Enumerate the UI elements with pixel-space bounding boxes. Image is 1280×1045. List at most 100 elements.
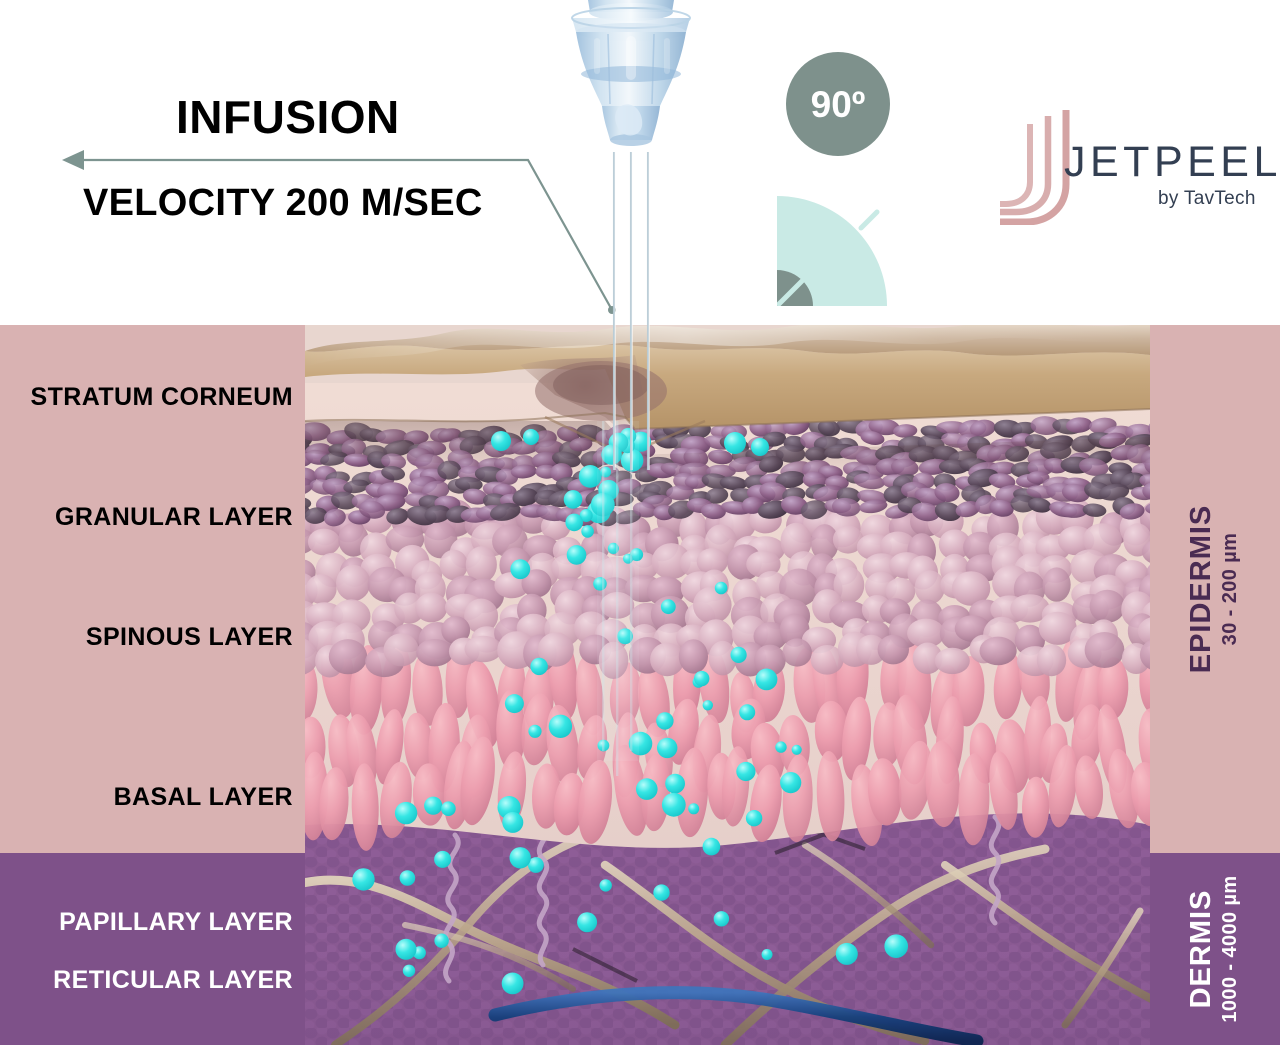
infused-particle xyxy=(775,741,787,753)
infused-particle xyxy=(566,545,587,565)
infused-particle xyxy=(714,581,728,595)
epidermis-depth-group: EPIDERMIS 30 - 200 µm xyxy=(1185,504,1243,674)
stratum-corneum-layer xyxy=(305,325,1150,477)
layer-label-papillary-layer: PAPILLARY LAYER xyxy=(59,908,293,936)
right-epidermis-band: EPIDERMIS 30 - 200 µm xyxy=(1150,325,1280,853)
leader-arrowhead-icon xyxy=(62,150,84,170)
infused-particle xyxy=(884,934,908,958)
infused-particle xyxy=(636,778,658,800)
basal-layer-cells xyxy=(305,632,1150,851)
dermis-depth-range: 1000 - 4000 µm xyxy=(1219,875,1241,1023)
jetpeel-wordmark: JETPEEL xyxy=(1064,138,1280,186)
infused-particle xyxy=(395,938,417,960)
infused-solution-particles xyxy=(352,427,908,995)
velocity-label: VELOCITY 200 M/SEC xyxy=(83,182,483,224)
outer-angle-tick xyxy=(858,209,880,231)
infused-particle xyxy=(399,870,416,886)
infused-particle xyxy=(593,577,607,591)
infused-particle xyxy=(601,444,622,465)
infused-particle xyxy=(402,964,416,977)
right-angle-glyph-icon xyxy=(777,196,887,306)
layer-label-reticular-layer: RETICULAR LAYER xyxy=(53,966,293,994)
jet-penetration-channel xyxy=(597,421,639,776)
infused-particle xyxy=(441,801,456,816)
infused-particle xyxy=(694,670,710,687)
left-epidermis-band xyxy=(0,325,305,853)
infused-particle xyxy=(628,731,653,756)
infused-particle xyxy=(528,724,542,738)
infused-particle xyxy=(657,737,678,759)
infused-particle xyxy=(623,553,634,564)
infused-particle xyxy=(491,431,511,451)
infused-particle xyxy=(751,438,769,456)
left-dermis-band xyxy=(0,853,305,1045)
infused-particle xyxy=(590,492,615,517)
infused-particle xyxy=(581,525,594,538)
dermis-title: DERMIS xyxy=(1185,889,1217,1009)
epidermis-depth-range: 30 - 200 µm xyxy=(1219,532,1241,646)
infused-particle xyxy=(599,879,612,892)
infused-particle xyxy=(548,714,573,738)
infused-particle xyxy=(688,803,700,815)
infused-particle xyxy=(656,712,674,730)
infused-particle xyxy=(739,704,756,721)
leader-polyline xyxy=(74,158,613,311)
layer-label-granular-layer: GRANULAR LAYER xyxy=(54,503,293,531)
layer-label-spinous-layer: SPINOUS LAYER xyxy=(85,623,293,651)
infusion-title: INFUSION xyxy=(176,91,400,143)
dermis-depth-group: DERMIS 1000 - 4000 µm xyxy=(1185,875,1243,1023)
infused-particle xyxy=(523,429,539,445)
infused-particle xyxy=(504,694,524,714)
layer-label-basal-layer: BASAL LAYER xyxy=(113,783,293,811)
infused-particle xyxy=(530,657,548,676)
layer-label-stratum-corneum: STRATUM CORNEUM xyxy=(30,383,293,411)
jetpeel-j-mark-icon xyxy=(1000,110,1070,225)
infused-particle xyxy=(730,646,747,663)
infused-particle xyxy=(509,847,531,869)
spinous-layer-cells xyxy=(305,499,1150,679)
infused-particle xyxy=(724,432,746,454)
infused-particle xyxy=(528,857,544,873)
infused-particle xyxy=(661,792,686,817)
infused-particle xyxy=(791,744,802,755)
infused-particle xyxy=(835,942,858,965)
angle-bisector-tick xyxy=(777,273,810,306)
infused-particle xyxy=(761,949,773,960)
infused-particle xyxy=(434,933,449,948)
infused-particle xyxy=(630,548,644,562)
infused-particle xyxy=(617,628,633,645)
infused-particle xyxy=(510,559,531,580)
infused-particle xyxy=(600,466,611,478)
infused-particle xyxy=(665,773,685,794)
infused-particle xyxy=(501,972,524,995)
jetpeel-logo: JETPEEL by TavTech xyxy=(1000,110,1277,225)
infused-particle xyxy=(745,810,763,827)
skin-layers-graphic xyxy=(305,325,1150,1045)
infused-particle xyxy=(713,911,730,927)
infused-particle xyxy=(394,801,418,825)
infused-particle xyxy=(653,884,670,901)
infused-particle xyxy=(563,490,583,509)
jet-stream-icon xyxy=(612,152,650,470)
epidermis-title: EPIDERMIS xyxy=(1185,504,1217,674)
infused-particle xyxy=(755,668,778,691)
infused-particle xyxy=(660,599,676,615)
infused-particle xyxy=(565,513,583,532)
skin-cross-section-illustration xyxy=(305,325,1150,1045)
infused-particle xyxy=(597,739,610,752)
infused-particle xyxy=(579,509,593,522)
right-dermis-band: DERMIS 1000 - 4000 µm xyxy=(1150,853,1280,1045)
angle-badge: 90º xyxy=(786,52,890,156)
infused-particle xyxy=(780,772,802,794)
left-layer-label-column: STRATUM CORNEUM GRANULAR LAYER SPINOUS LAY… xyxy=(0,325,305,1045)
infused-particle xyxy=(424,796,443,815)
infused-particle xyxy=(607,542,619,554)
infused-particle xyxy=(502,811,524,833)
infused-particle xyxy=(434,850,452,868)
nozzle-applicator-icon xyxy=(571,0,691,146)
infused-particle xyxy=(577,912,598,933)
angle-badge-label: 90º xyxy=(810,83,866,125)
blood-vessel xyxy=(488,986,984,1045)
infused-particle xyxy=(702,837,721,856)
